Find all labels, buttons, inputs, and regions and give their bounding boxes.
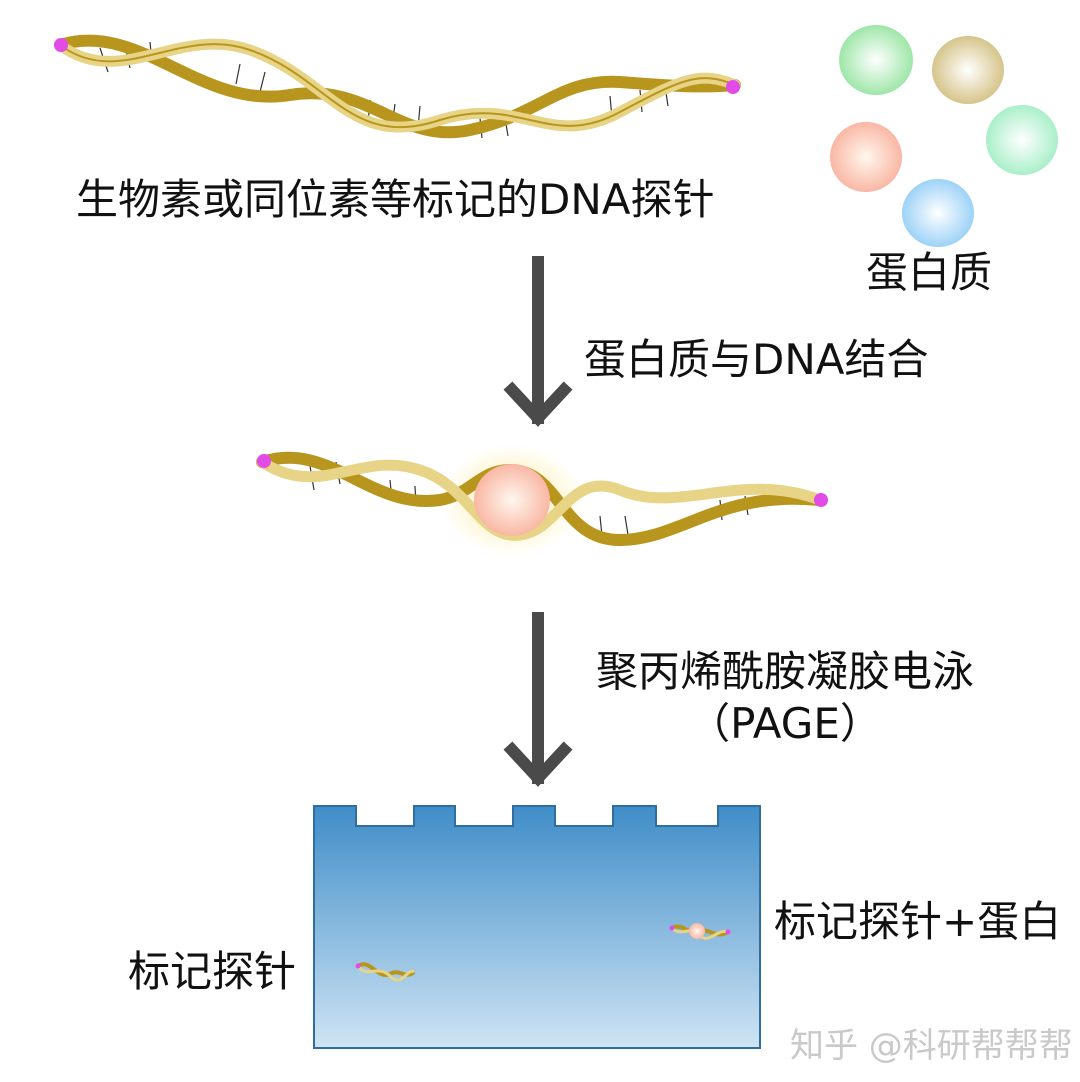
protein-blob xyxy=(839,25,913,95)
protein-blob xyxy=(902,179,974,247)
protein-blob xyxy=(830,122,902,192)
down-arrow xyxy=(503,612,573,787)
free-probe-band xyxy=(355,962,416,982)
bound-protein xyxy=(474,464,550,536)
free-probe-label: 标记探针 xyxy=(128,947,297,996)
label-dot xyxy=(257,454,271,468)
probe-label: 生物素或同位素等标记的DNA探针 xyxy=(76,175,715,224)
protein-cluster xyxy=(830,25,1058,247)
page-label: 聚丙烯酰胺凝胶电泳 （PAGE） xyxy=(580,647,990,749)
gel xyxy=(313,805,761,1049)
down-arrow xyxy=(503,256,573,427)
dna-protein-complex xyxy=(256,444,828,556)
protein-blob xyxy=(986,105,1058,175)
complex-label: 标记探针+蛋白 xyxy=(774,897,1062,946)
dna-probe-top xyxy=(54,34,741,139)
shifted-complex-band xyxy=(669,923,731,940)
label-dot xyxy=(726,80,740,94)
page-label-line1: 聚丙烯酰胺凝胶电泳 xyxy=(595,647,974,696)
label-dot xyxy=(54,38,68,52)
binding-label: 蛋白质与DNA结合 xyxy=(584,335,929,384)
page-label-line2: （PAGE） xyxy=(688,699,882,749)
protein-label: 蛋白质 xyxy=(866,248,993,297)
protein-blob xyxy=(932,36,1004,104)
watermark: 知乎 @科研帮帮帮 xyxy=(790,1026,1073,1066)
label-dot xyxy=(814,493,828,507)
